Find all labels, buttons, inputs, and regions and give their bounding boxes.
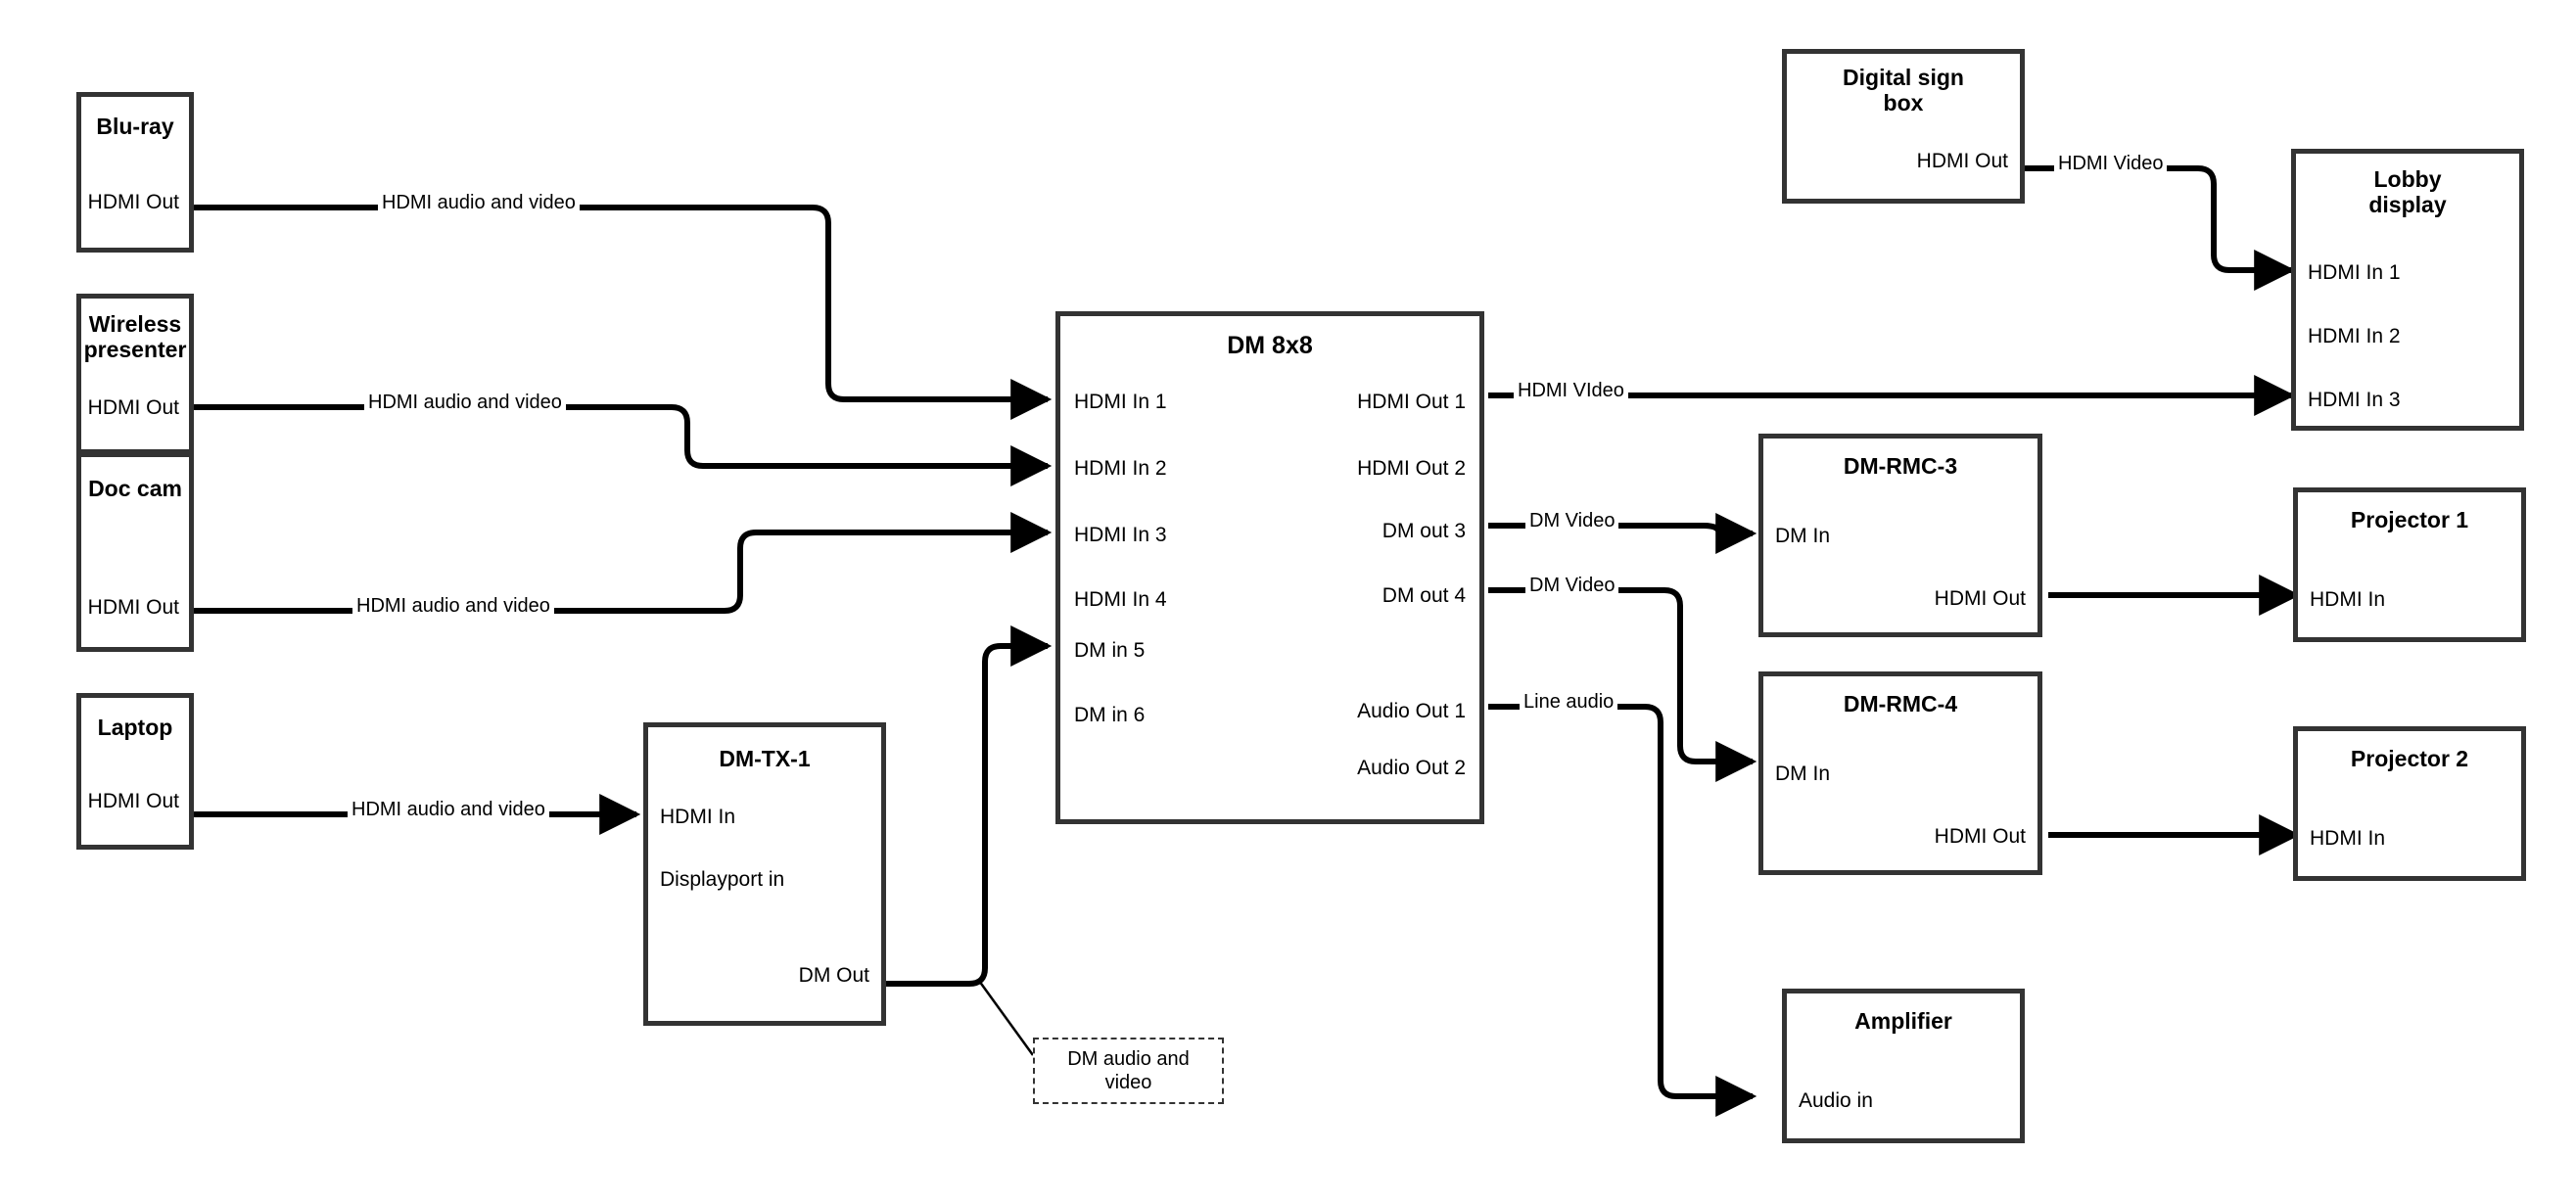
wire-label-doccam-to-dm-in3: HDMI audio and video: [352, 595, 554, 618]
node-bluray-port-hdmi-out[interactable]: HDMI Out: [87, 191, 179, 213]
wire-label-dmout3-to-rmc3: DM Video: [1525, 510, 1619, 532]
node-digital-sign-box[interactable]: Digital sign box HDMI Out: [1782, 49, 2025, 204]
wire-wireless-to-dm-in2: [189, 404, 1053, 486]
node-digital-sign-box-title: Digital sign box: [1843, 65, 1964, 115]
node-amplifier-port-audio-in[interactable]: Audio in: [1799, 1089, 1873, 1112]
node-dm-tx-1-port-hdmi-in[interactable]: HDMI In: [660, 806, 736, 828]
node-dm-8x8[interactable]: DM 8x8 HDMI In 1 HDMI In 2 HDMI In 3 HDM…: [1055, 311, 1484, 824]
wire-label-wireless-to-dm-in2: HDMI audio and video: [364, 392, 566, 414]
node-lobby-display[interactable]: Lobby display HDMI In 1 HDMI In 2 HDMI I…: [2291, 149, 2524, 431]
node-projector-1-title: Projector 1: [2350, 507, 2469, 532]
node-dm-8x8-output-5[interactable]: Audio Out 1: [1357, 700, 1466, 722]
wire-signbox-to-lobby-in1: [2023, 165, 2296, 291]
node-wireless-presenter-port-hdmi-out[interactable]: HDMI Out: [87, 396, 179, 419]
node-amplifier-title: Amplifier: [1854, 1008, 1952, 1034]
node-lobby-display-input-3[interactable]: HDMI In 3: [2308, 389, 2401, 411]
callout-dm-audio-and-video: DM audio and video: [1033, 1038, 1224, 1104]
node-dm-8x8-output-3[interactable]: DM out 3: [1382, 520, 1466, 542]
wire-dm-out3-to-rmc3: [1488, 513, 1757, 554]
node-dm-8x8-output-6[interactable]: Audio Out 2: [1357, 757, 1466, 779]
node-digital-sign-box-port-hdmi-out[interactable]: HDMI Out: [1916, 150, 2008, 172]
node-dm-tx-1-port-dm-out[interactable]: DM Out: [798, 964, 869, 987]
node-dm-8x8-input-4[interactable]: HDMI In 4: [1074, 588, 1167, 611]
node-dm-8x8-input-2[interactable]: HDMI In 2: [1074, 457, 1167, 480]
node-dm-8x8-input-5[interactable]: DM in 5: [1074, 639, 1146, 662]
wire-dm-audioout1-to-amplifier: [1488, 704, 1757, 1117]
node-dm-rmc-3-port-hdmi-out[interactable]: HDMI Out: [1934, 587, 2026, 610]
wire-label-hdmiout1-to-lobby: HDMI VIdeo: [1514, 380, 1628, 402]
node-laptop-port-hdmi-out[interactable]: HDMI Out: [87, 790, 179, 812]
node-dm-rmc-4-port-dm-in[interactable]: DM In: [1775, 762, 1831, 785]
wire-label-bluray-to-dm-in1: HDMI audio and video: [378, 192, 580, 214]
node-dm-8x8-output-1[interactable]: HDMI Out 1: [1357, 391, 1466, 413]
node-dm-tx-1-port-displayport-in[interactable]: Displayport in: [660, 868, 785, 891]
wire-dm-out4-to-rmc4: [1488, 587, 1757, 782]
node-dm-8x8-title: DM 8x8: [1227, 332, 1313, 359]
node-projector-2-port-hdmi-in[interactable]: HDMI In: [2310, 827, 2386, 850]
callout-leader-line: [977, 980, 1035, 1056]
node-dm-rmc-4[interactable]: DM-RMC-4 DM In HDMI Out: [1758, 671, 2042, 875]
node-doc-cam-port-hdmi-out[interactable]: HDMI Out: [87, 596, 179, 619]
wire-label-laptop-to-dmtx1: HDMI audio and video: [348, 799, 549, 821]
node-projector-1[interactable]: Projector 1 HDMI In: [2293, 487, 2526, 642]
node-amplifier[interactable]: Amplifier Audio in: [1782, 989, 2025, 1143]
wire-label-audioout1-to-amplifier: Line audio: [1520, 691, 1618, 714]
node-dm-8x8-input-3[interactable]: HDMI In 3: [1074, 524, 1167, 546]
wire-label-signbox-to-lobby: HDMI Video: [2054, 153, 2168, 175]
node-wireless-presenter[interactable]: Wireless presenter HDMI Out: [76, 294, 194, 454]
node-bluray[interactable]: Blu-ray HDMI Out: [76, 92, 194, 253]
node-dm-8x8-output-4[interactable]: DM out 4: [1382, 584, 1466, 607]
node-dm-tx-1[interactable]: DM-TX-1 HDMI In Displayport in DM Out: [643, 722, 886, 1026]
node-dm-8x8-input-6[interactable]: DM in 6: [1074, 704, 1146, 726]
wire-dmtx1-to-dm-in5: [886, 625, 1053, 987]
node-dm-rmc-3-port-dm-in[interactable]: DM In: [1775, 525, 1831, 547]
wire-bluray-to-dm-in1: [189, 205, 1053, 420]
node-lobby-display-input-2[interactable]: HDMI In 2: [2308, 325, 2401, 347]
node-projector-1-port-hdmi-in[interactable]: HDMI In: [2310, 588, 2386, 611]
node-wireless-presenter-title: Wireless presenter: [83, 311, 187, 362]
node-projector-2[interactable]: Projector 2 HDMI In: [2293, 726, 2526, 881]
wire-label-dmout4-to-rmc4: DM Video: [1525, 575, 1619, 597]
node-laptop-title: Laptop: [97, 715, 173, 740]
node-dm-rmc-3-title: DM-RMC-3: [1843, 453, 1958, 479]
node-doc-cam[interactable]: Doc cam HDMI Out: [76, 452, 194, 652]
node-dm-8x8-input-1[interactable]: HDMI In 1: [1074, 391, 1167, 413]
node-projector-2-title: Projector 2: [2350, 746, 2469, 771]
node-dm-8x8-output-2[interactable]: HDMI Out 2: [1357, 457, 1466, 480]
node-bluray-title: Blu-ray: [96, 114, 174, 139]
node-dm-tx-1-title: DM-TX-1: [719, 746, 811, 771]
wire-doccam-to-dm-in3: [189, 512, 1053, 614]
node-lobby-display-title: Lobby display: [2368, 166, 2447, 217]
node-lobby-display-input-1[interactable]: HDMI In 1: [2308, 261, 2401, 284]
node-laptop[interactable]: Laptop HDMI Out: [76, 693, 194, 850]
node-doc-cam-title: Doc cam: [88, 476, 182, 501]
node-dm-rmc-4-title: DM-RMC-4: [1843, 691, 1958, 716]
node-dm-rmc-4-port-hdmi-out[interactable]: HDMI Out: [1934, 825, 2026, 848]
node-dm-rmc-3[interactable]: DM-RMC-3 DM In HDMI Out: [1758, 434, 2042, 637]
